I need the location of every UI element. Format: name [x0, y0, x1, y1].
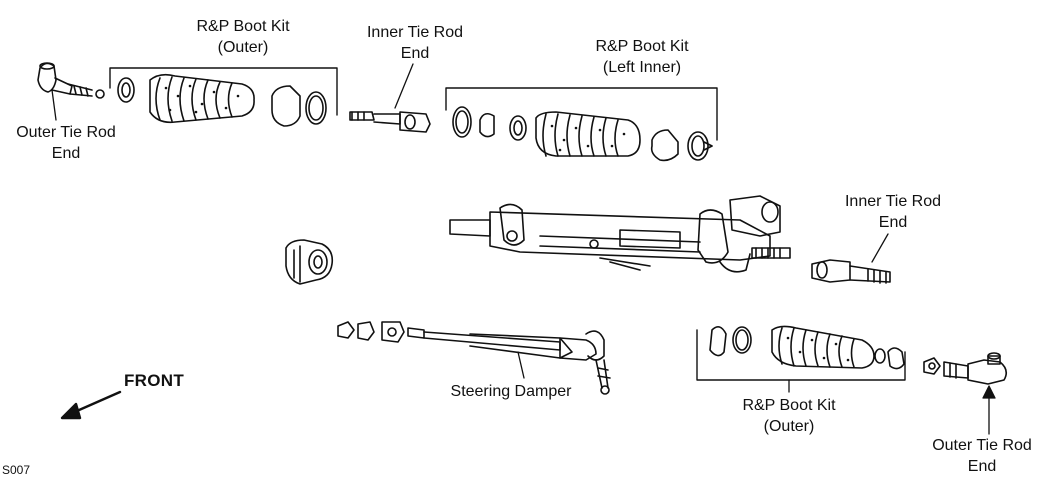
label-outer-tie-rod-right: Outer Tie Rod End — [918, 435, 1046, 477]
label-line-2: End — [878, 214, 908, 231]
label-line-1: Inner Tie Rod — [844, 193, 942, 210]
steering-damper-part — [337, 321, 611, 395]
rack-mount-bushing-part — [285, 239, 334, 285]
outer-tie-rod-end-left-part — [37, 62, 105, 99]
outer-tie-rod-end-right-part — [923, 352, 1008, 385]
label-line-1: Inner Tie Rod — [366, 24, 464, 41]
bracket-boot-kit-left-inner — [445, 87, 718, 141]
boot-kit-outer-top-part — [117, 73, 327, 127]
label-line-1: Outer Tie Rod — [16, 124, 116, 141]
inner-tie-rod-end-top-part — [349, 111, 431, 133]
label-inner-tie-rod-right: Inner Tie Rod End — [830, 191, 956, 233]
boot-kit-left-inner-part — [452, 106, 713, 162]
label-boot-kit-left-inner: R&P Boot Kit (Left Inner) — [574, 36, 710, 78]
label-inner-tie-rod-top: Inner Tie Rod End — [352, 22, 478, 64]
leader-lines — [51, 63, 996, 435]
boot-kit-outer-bottom-part — [709, 325, 905, 370]
label-line-1: R&P Boot Kit — [742, 397, 836, 414]
label-line-2: End — [400, 45, 430, 62]
bracket-boot-kit-outer-bottom — [696, 329, 906, 381]
label-line-2: (Outer) — [217, 39, 269, 56]
label-line-1: Steering Damper — [450, 383, 572, 400]
label-line-2: (Outer) — [763, 418, 815, 435]
front-direction-arrow — [60, 390, 122, 420]
label-line-1: R&P Boot Kit — [595, 38, 689, 55]
label-outer-tie-rod-left: Outer Tie Rod End — [2, 122, 130, 164]
label-line-1: R&P Boot Kit — [196, 18, 290, 35]
label-line-2: End — [51, 145, 81, 162]
inner-tie-rod-end-right-part — [811, 259, 891, 284]
label-boot-kit-outer-top: R&P Boot Kit (Outer) — [178, 16, 308, 58]
label-line-2: End — [967, 458, 997, 475]
label-boot-kit-outer-bottom: R&P Boot Kit (Outer) — [722, 395, 856, 437]
diagram-code: S007 — [2, 463, 31, 477]
bracket-boot-kit-outer-top — [109, 67, 338, 116]
label-line-2: (Left Inner) — [602, 59, 682, 76]
steering-rack-housing-part — [449, 195, 791, 273]
front-label: FRONT — [124, 371, 185, 390]
label-steering-damper: Steering Damper — [436, 381, 586, 402]
label-line-1: Outer Tie Rod — [932, 437, 1032, 454]
